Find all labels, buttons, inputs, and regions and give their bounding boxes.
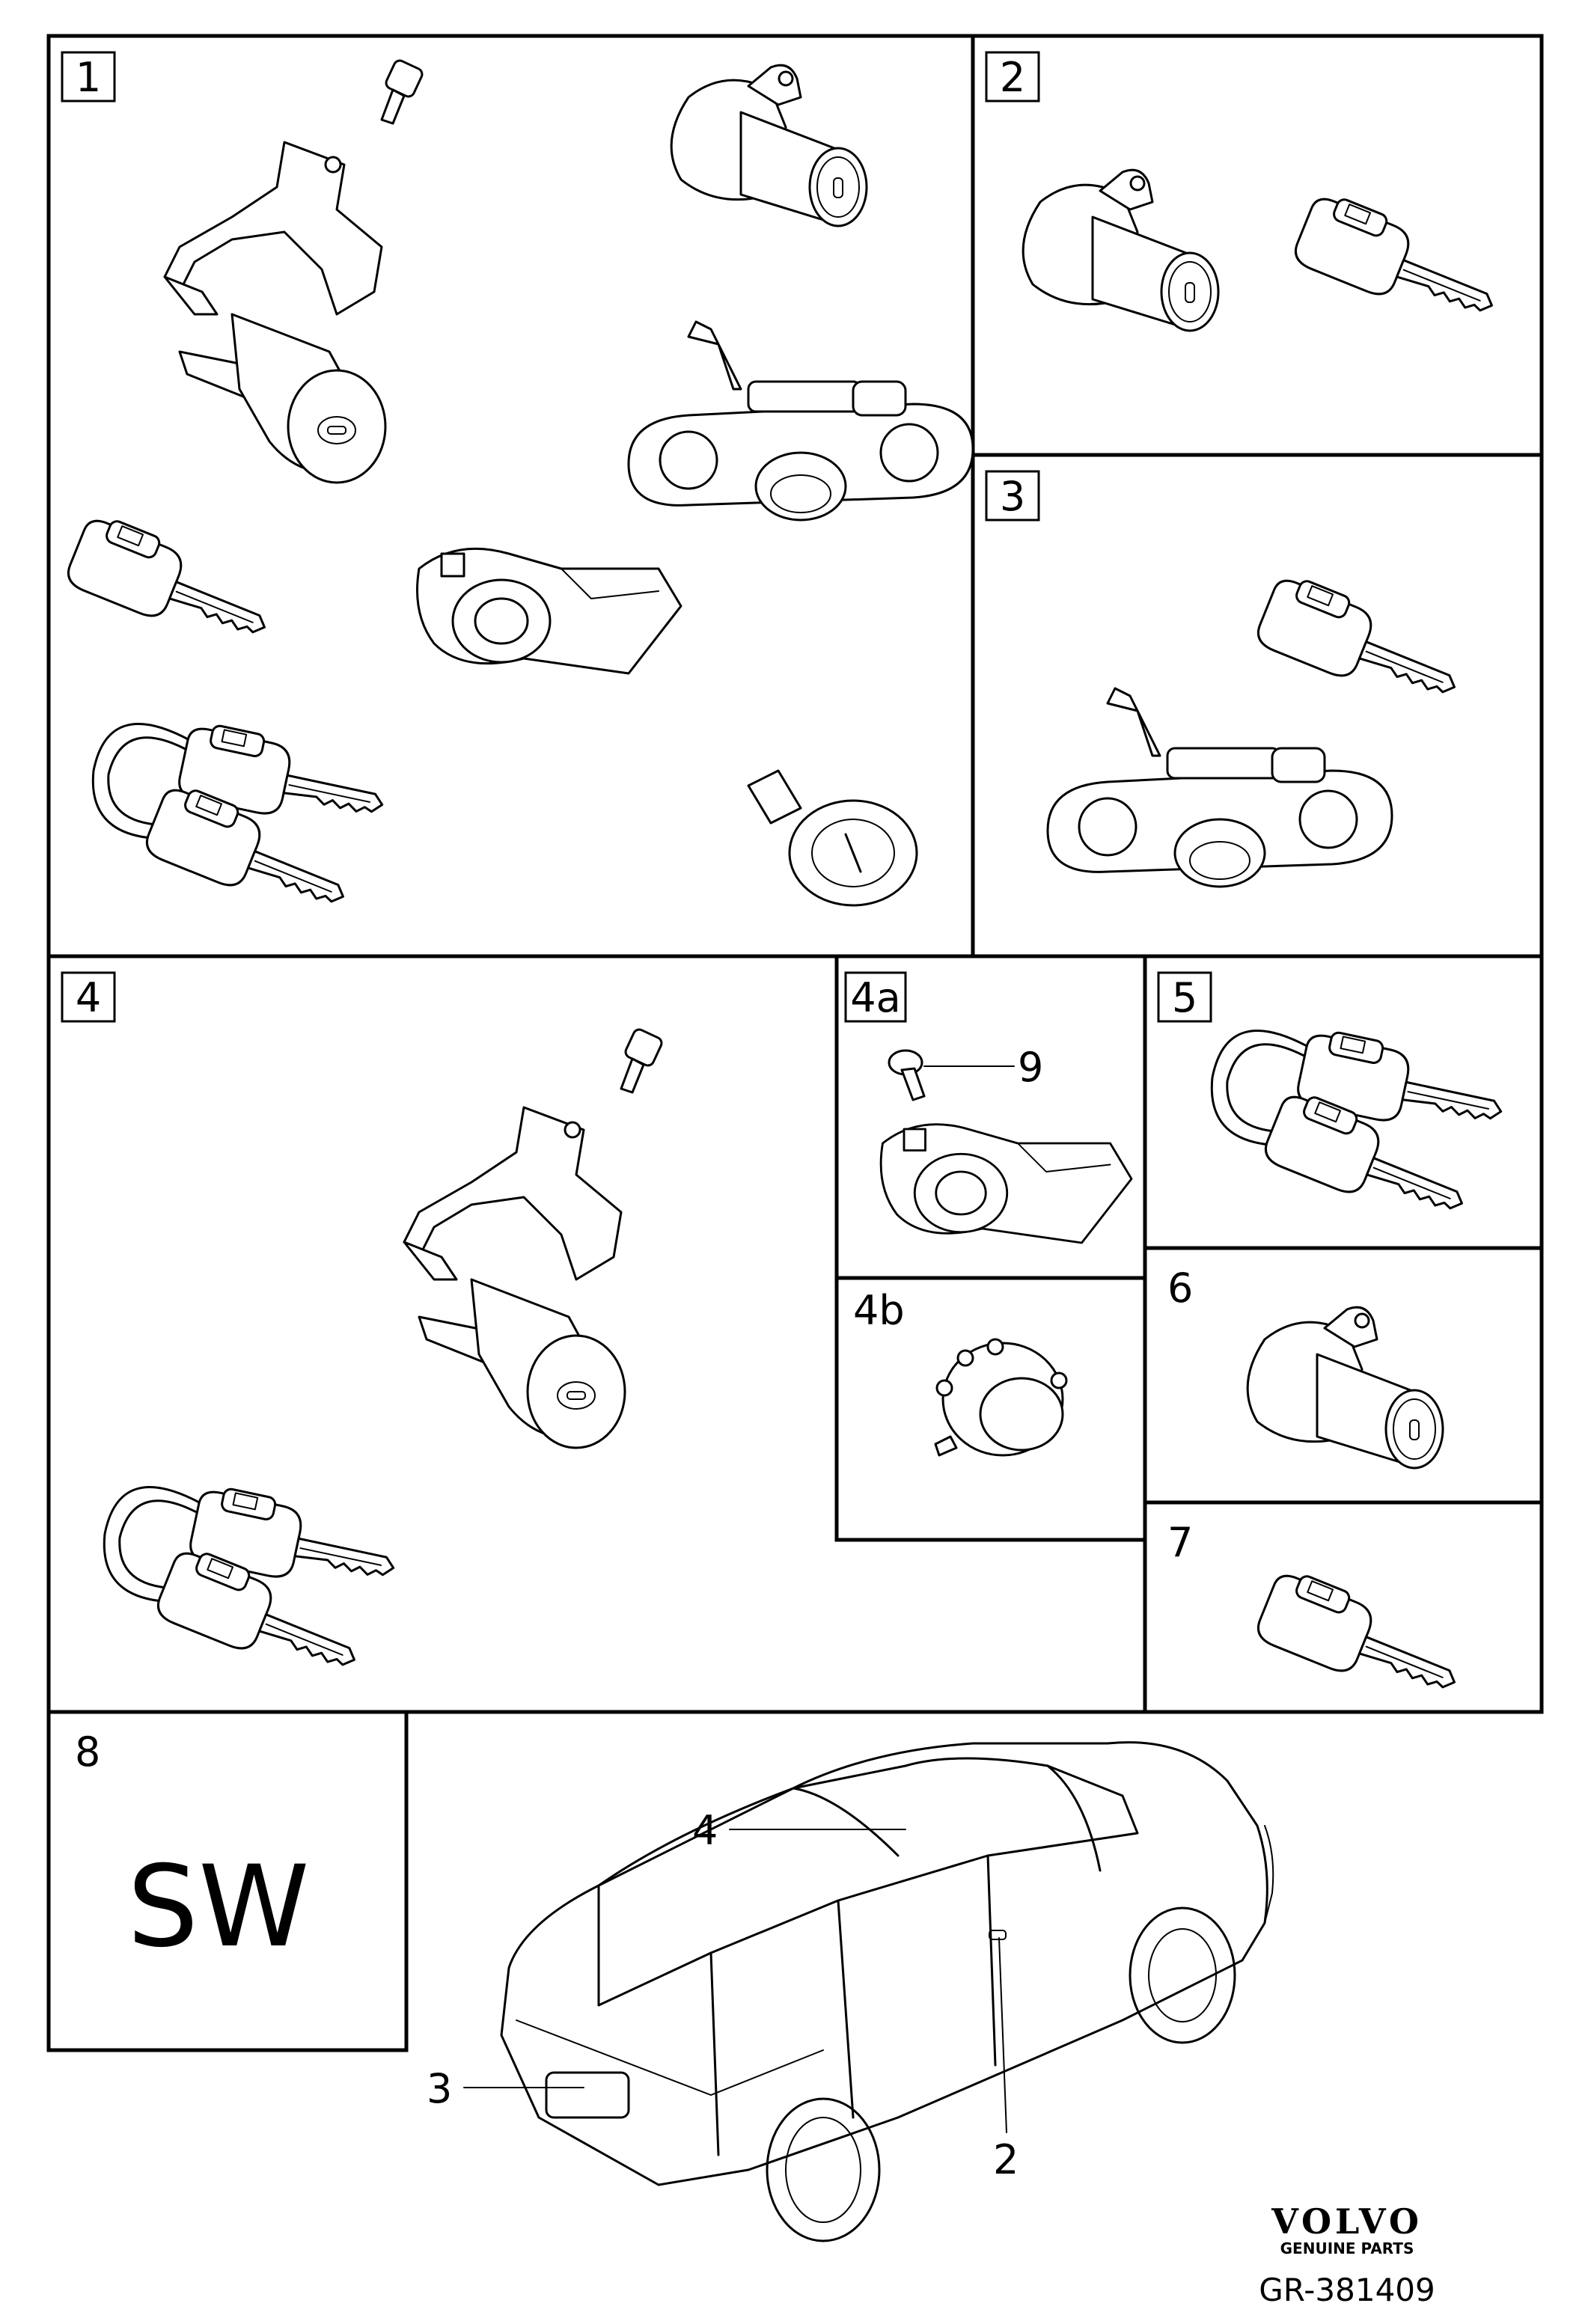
screw-icon: [620, 1028, 663, 1094]
steering-lock-ring-icon: [879, 1123, 1133, 1244]
panel-label-box-3: [985, 470, 1040, 522]
key-ring-icon: [93, 720, 391, 928]
ignition-switch-icon: [934, 1338, 1068, 1457]
panel-label-4a: 4a: [850, 974, 900, 1021]
diagram-code: GR-381409: [1259, 2272, 1435, 2308]
lock-cylinder-icon: [1022, 168, 1220, 332]
panel-8: [46, 1710, 409, 2052]
trunk-lock-icon: [627, 320, 974, 522]
lock-cylinder-icon: [670, 64, 868, 227]
panel-label-box-5: [1157, 971, 1212, 1023]
key-icon: [1251, 1565, 1472, 1715]
key-icon: [1251, 569, 1472, 720]
panel-label-5: 5: [1172, 974, 1197, 1021]
screw-icon: [888, 1049, 926, 1101]
panel-label-box-2: [985, 51, 1040, 103]
key-icon: [1289, 188, 1509, 338]
steering-lock-ring-icon: [416, 547, 682, 675]
panel-3: [971, 453, 1544, 958]
callout-car-2: 2: [993, 2136, 1019, 2183]
ignition-lock-icon: [163, 141, 387, 484]
panel-label-8: 8: [75, 1728, 100, 1776]
callout-leader-car2: [998, 1937, 1007, 2133]
panel-label-7: 7: [1167, 1519, 1193, 1566]
panel-label-2: 2: [1000, 54, 1025, 101]
panel-8-code: SW: [127, 1842, 310, 1972]
key-ring-icon: [104, 1483, 402, 1691]
key-icon: [61, 510, 282, 660]
brand-tagline: GENUINE PARTS: [1280, 2239, 1414, 2257]
panel-label-box-4: [61, 971, 116, 1023]
panel-label-6: 6: [1167, 1265, 1193, 1312]
sedan-car-icon: [500, 1741, 1274, 2242]
panel-label-4b: 4b: [853, 1287, 905, 1334]
key-ring-icon: [1212, 1027, 1509, 1235]
callout-9: 9: [1018, 1044, 1043, 1091]
panel-label-1: 1: [76, 54, 101, 101]
lock-cylinder-icon: [1246, 1306, 1444, 1470]
brand-logo: VOLVO: [1271, 2201, 1423, 2242]
panel-label-3: 3: [1000, 473, 1025, 520]
panel-label-4: 4: [76, 974, 101, 1021]
panel-label-box-1: [61, 51, 116, 103]
trunk-lock-icon: [1046, 687, 1393, 888]
ignition-lock-icon: [403, 1106, 626, 1449]
callout-car-4: 4: [692, 1807, 718, 1854]
callout-car-3: 3: [427, 2065, 452, 2112]
door-lock-small-icon: [747, 769, 918, 907]
panel-label-box-4a: [844, 971, 907, 1023]
panel-7: [1143, 1500, 1544, 1714]
screw-icon: [380, 59, 424, 125]
